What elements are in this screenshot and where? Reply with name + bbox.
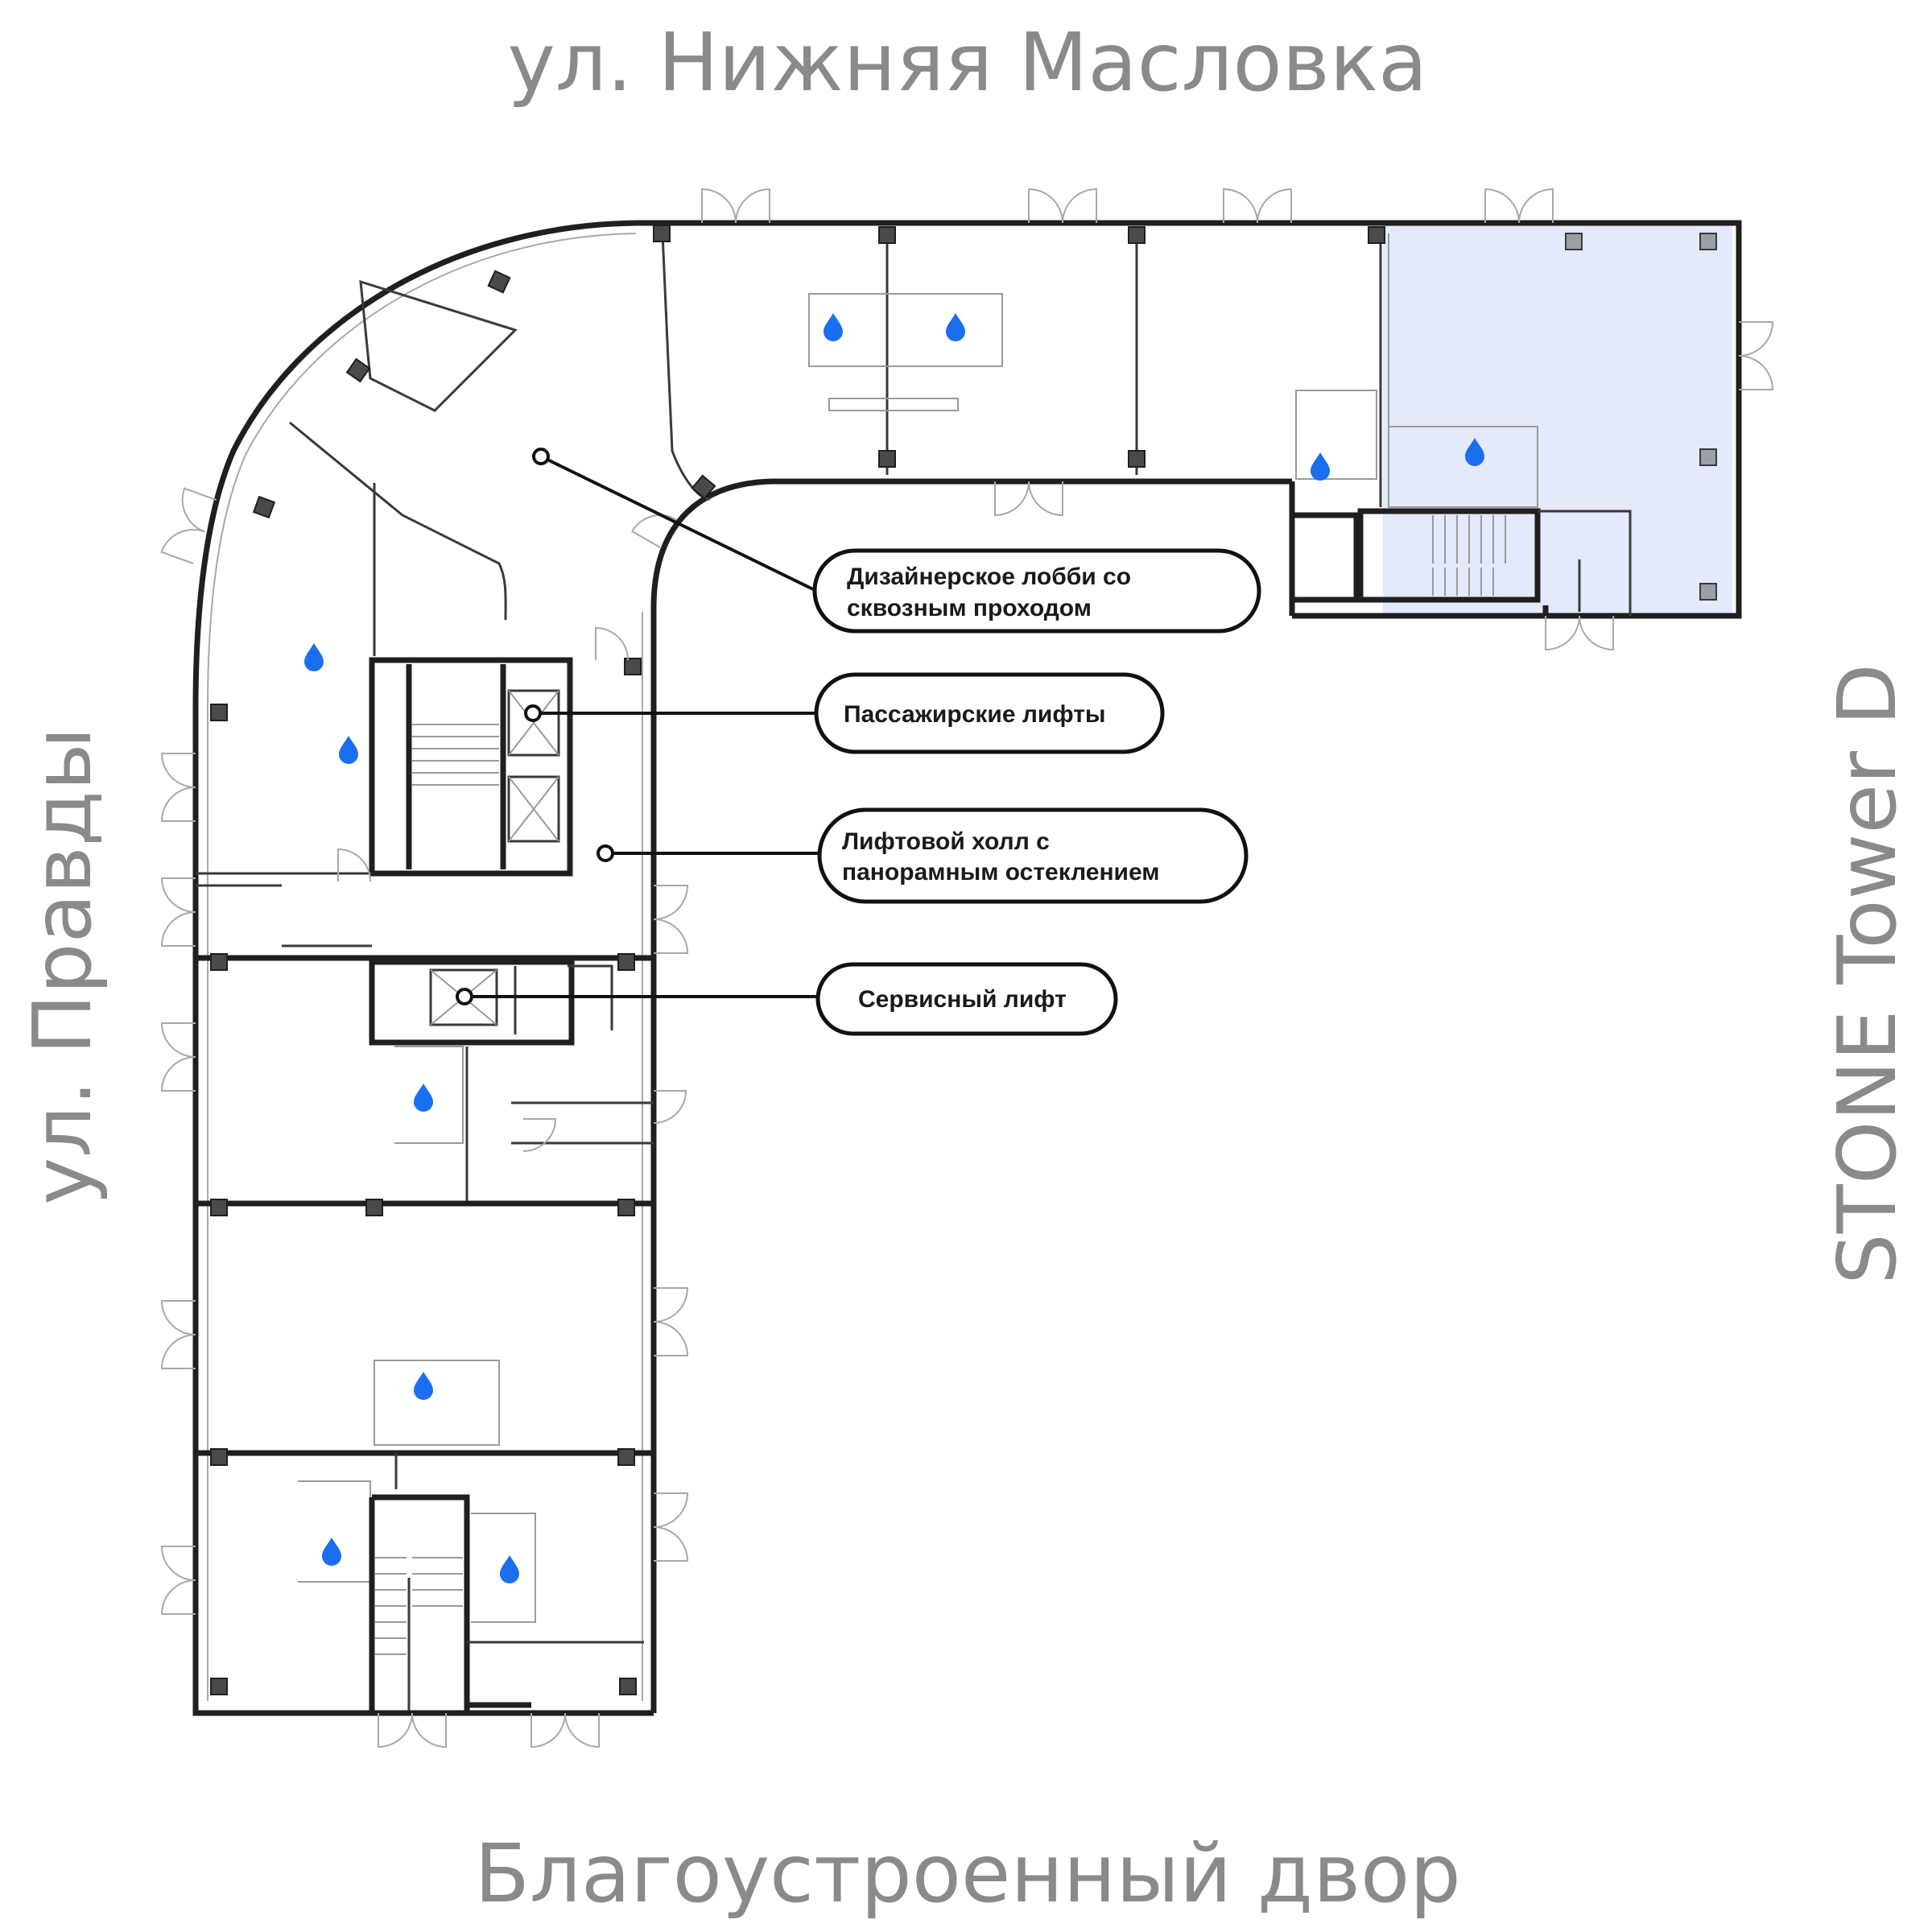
- water-drop-icon: [414, 1372, 433, 1400]
- water-drop-icon: [824, 313, 843, 341]
- callout-passenger-lifts-text: Пассажирские лифты: [844, 701, 1106, 728]
- top-wing-partitions: [661, 233, 1632, 616]
- street-label-east: STONE Tower D: [1820, 663, 1914, 1285]
- callout-lobby-line-1: Дизайнерское лобби со: [847, 564, 1131, 590]
- callout-service-lift-text: Сервисный лифт: [858, 986, 1067, 1013]
- lobby-marker: [532, 448, 550, 465]
- street-label-west: ул. Правды: [15, 727, 109, 1205]
- service-lift-marker: [456, 988, 473, 1005]
- callout-lift-hall[interactable]: Лифтовой холл с панорамным остеклением: [817, 807, 1249, 904]
- street-label-south: Благоустроенный двор: [474, 1827, 1460, 1921]
- callout-passenger-lifts[interactable]: Пассажирские лифты: [814, 672, 1165, 754]
- street-label-north: ул. Нижняя Масловка: [508, 15, 1428, 109]
- callout-service-lift[interactable]: Сервисный лифт: [815, 962, 1118, 1036]
- callout-lift-hall-line-1: Лифтовой холл с: [842, 828, 1050, 855]
- water-drop-icon: [1311, 452, 1330, 481]
- highlighted-unit[interactable]: [1383, 225, 1732, 617]
- water-drop-icon: [946, 313, 965, 341]
- callout-lobby-line-2: сквозным проходом: [847, 595, 1092, 621]
- water-drop-icon: [322, 1538, 341, 1566]
- callout-leaders: [456, 448, 818, 1005]
- water-drop-icon: [304, 643, 324, 671]
- water-drop-icon: [500, 1555, 519, 1583]
- lift-hall-marker: [597, 844, 614, 862]
- water-icons: [304, 313, 1484, 1583]
- callout-lobby[interactable]: Дизайнерское лобби со сквозным проходом: [812, 548, 1261, 634]
- water-drop-icon: [339, 736, 358, 764]
- water-drop-icon: [414, 1084, 433, 1112]
- west-wing-partitions: [196, 279, 654, 1713]
- columns: [210, 225, 1717, 1695]
- passenger-lifts-marker: [524, 704, 542, 722]
- callout-lift-hall-line-2: панорамным остеклением: [842, 859, 1159, 886]
